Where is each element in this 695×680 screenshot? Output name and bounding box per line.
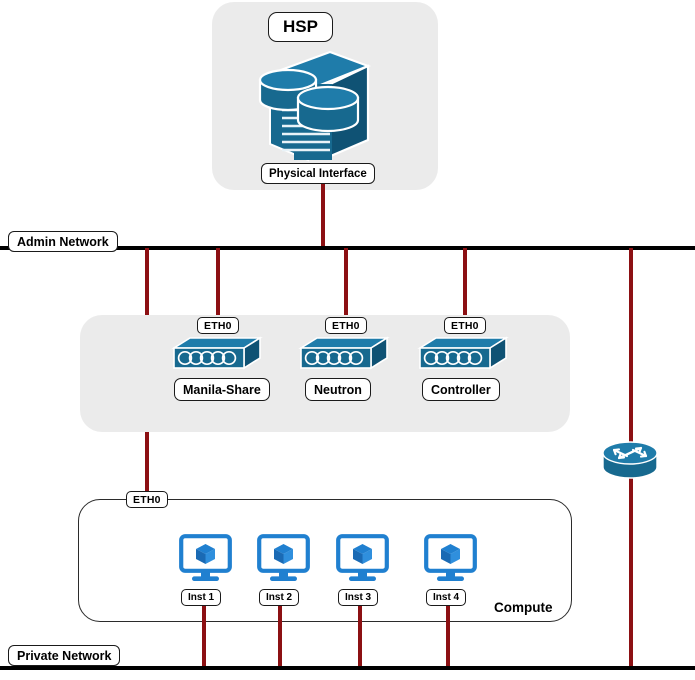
controller-eth0-label: ETH0 — [451, 319, 479, 332]
link-inst1-to-private — [202, 606, 206, 668]
physical-interface-label: Physical Interface — [269, 167, 367, 180]
compute-eth0-label: ETH0 — [133, 493, 161, 506]
inst4-name-label: Inst 4 — [433, 592, 460, 603]
switch-icon — [298, 336, 390, 374]
inst4-name-pill: Inst 4 — [426, 589, 467, 606]
link-admin-to-controller — [463, 248, 467, 358]
inst2-name-label: Inst 2 — [266, 592, 293, 603]
switch-icon — [171, 336, 263, 374]
compute-zone-label: Compute — [494, 600, 553, 615]
private-network-bus — [0, 666, 695, 670]
private-network-label-text: Private Network — [17, 648, 112, 663]
neutron-eth0-pill: ETH0 — [325, 317, 367, 334]
link-inst3-to-private — [358, 606, 362, 668]
switch-icon — [417, 336, 509, 374]
link-inst2-to-private — [278, 606, 282, 668]
hsp-title-label: HSP — [283, 17, 318, 36]
compute-zone — [78, 499, 572, 622]
private-network-label: Private Network — [8, 645, 121, 666]
controller-eth0-pill: ETH0 — [444, 317, 486, 334]
storage-array-icon — [256, 48, 372, 162]
inst2-name-pill: Inst 2 — [259, 589, 300, 606]
neutron-name-label: Neutron — [314, 382, 362, 397]
physical-interface-pill: Physical Interface — [261, 163, 375, 184]
inst1-name-label: Inst 1 — [188, 592, 215, 603]
inst3-name-pill: Inst 3 — [338, 589, 379, 606]
manila-share-eth0-pill: ETH0 — [197, 317, 239, 334]
instance-monitor-icon — [179, 534, 232, 582]
link-admin-to-neutron — [344, 248, 348, 358]
services-zone — [80, 315, 570, 432]
neutron-name-pill: Neutron — [305, 378, 371, 401]
instance-monitor-icon — [257, 534, 310, 582]
admin-network-label: Admin Network — [8, 231, 118, 252]
inst1-name-pill: Inst 1 — [181, 589, 222, 606]
router-icon — [601, 441, 659, 481]
link-admin-to-manila-share — [216, 248, 220, 358]
neutron-eth0-label: ETH0 — [332, 319, 360, 332]
controller-name-pill: Controller — [422, 378, 500, 401]
instance-monitor-icon — [424, 534, 477, 582]
instance-monitor-icon — [336, 534, 389, 582]
inst3-name-label: Inst 3 — [345, 592, 372, 603]
admin-network-label-text: Admin Network — [17, 234, 109, 249]
manila-share-eth0-label: ETH0 — [204, 319, 232, 332]
link-hsp-to-admin — [321, 184, 325, 248]
hsp-title-pill: HSP — [268, 12, 333, 42]
link-inst4-to-private — [446, 606, 450, 668]
compute-eth0-pill: ETH0 — [126, 491, 168, 508]
controller-name-label: Controller — [431, 382, 491, 397]
manila-share-name-pill: Manila-Share — [174, 378, 270, 401]
manila-share-name-label: Manila-Share — [183, 382, 261, 397]
